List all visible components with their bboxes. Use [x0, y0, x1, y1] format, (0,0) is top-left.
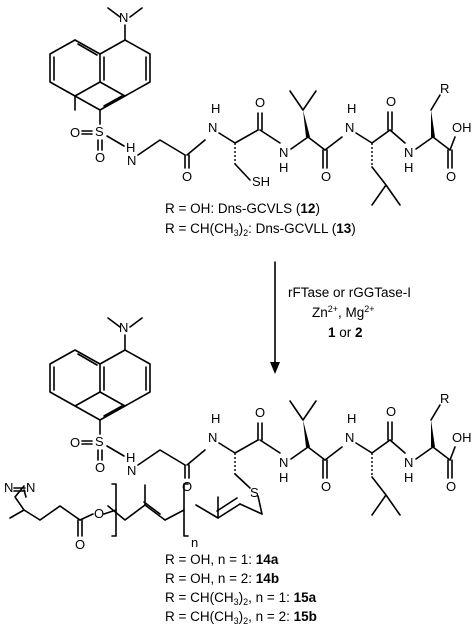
bottom-atom-diazirine-n2: N [26, 480, 35, 495]
caption-line-14b: R = OH, n = 2: 14b [165, 571, 279, 586]
bottom-atom-diazirine-n1: N [4, 480, 13, 495]
bottom-atom-val-h: H [279, 470, 288, 485]
caption-line-15a: R = CH(CH3)2, n = 1: 15a [165, 590, 317, 607]
bottom-atom-val-o: O [321, 479, 331, 494]
bottom-atom-ester-carbonyl-o: O [75, 537, 85, 552]
bottom-atom-n-dimethyl: N [119, 320, 128, 335]
bottom-atom-ester-o: O [94, 506, 104, 521]
top-atom-n-dimethyl: N [119, 10, 128, 25]
top-atom-c-term-n: N [404, 145, 413, 160]
top-atom-val-o: O [321, 169, 331, 184]
top-atom-acid-o: O [446, 169, 456, 184]
top-atom-cys-o: O [255, 95, 265, 110]
top-atom-oh: OH [452, 120, 472, 135]
top-atom-cys-h: H [211, 101, 220, 116]
top-atom-cys-sh: SH [252, 174, 270, 189]
caption-line-13: R = CH(CH3)2: Dns-GCVLL (13) [165, 221, 356, 238]
bottom-atom-leu-o: O [386, 404, 396, 419]
top-caption: R = OH: Dns-GCVLS (12) R = CH(CH3)2: Dns… [165, 201, 356, 238]
caption-line-15b: R = CH(CH3)2, n = 2: 15b [165, 609, 317, 626]
bottom-atom-c-term-n: N [404, 455, 413, 470]
top-atom-r-group: R [440, 81, 449, 96]
condition-enzymes: rFTase or rGGTase-I [288, 285, 411, 300]
top-atom-sulfonamide-h: H [126, 140, 135, 155]
top-atom-c-term-h: H [404, 160, 413, 175]
bottom-atom-thioether-s: S [250, 485, 259, 500]
condition-catalysts: 1 or 2 [328, 325, 363, 340]
bottom-atom-acid-o: O [446, 479, 456, 494]
bottom-atom-sulfonyl-o-upper: O [70, 435, 80, 450]
top-atom-sulfonamide-n: N [127, 153, 136, 168]
caption-line-12: R = OH: Dns-GCVLS (12) [165, 201, 320, 216]
bottom-atom-r-group: R [440, 391, 449, 406]
bottom-atom-sulfonyl-s: S [95, 434, 104, 449]
bottom-atom-sulfonyl-o-lower: O [95, 460, 105, 475]
bottom-caption: R = OH, n = 1: 14a R = OH, n = 2: 14b R … [165, 552, 317, 626]
bottom-atom-sulfonamide-n: N [127, 463, 136, 478]
bottom-atom-gly-o: O [182, 479, 192, 494]
reaction-arrow [270, 261, 280, 374]
bottom-molecule: N S O O H N O H N S O N H [4, 317, 472, 552]
top-atom-val-h: H [279, 160, 288, 175]
top-molecule: N S O O H N O H N SH O N [49, 7, 472, 206]
top-atom-gly-o: O [182, 169, 192, 184]
top-atom-val-n: N [279, 145, 288, 160]
top-atom-sulfonyl-o-lower: O [95, 150, 105, 165]
bottom-atom-cys-h: H [211, 411, 220, 426]
top-atom-leu-o: O [386, 94, 396, 109]
top-atom-sulfonyl-s: S [95, 124, 104, 139]
condition-metals: Zn2+, Mg2+ [312, 304, 375, 320]
caption-line-14a: R = OH, n = 1: 14a [165, 552, 279, 567]
bottom-atom-val-n: N [279, 455, 288, 470]
bottom-atom-cys-o: O [255, 405, 265, 420]
reaction-conditions: rFTase or rGGTase-I Zn2+, Mg2+ 1 or 2 [288, 285, 411, 340]
bottom-atom-repeat-n: n [191, 535, 198, 550]
bottom-atom-cys-n: N [208, 430, 217, 445]
bottom-atom-leu-n: N [345, 430, 354, 445]
bottom-atom-leu-h: H [347, 411, 356, 426]
bottom-atom-sulfonamide-h: H [126, 450, 135, 465]
top-atom-leu-h: H [347, 101, 356, 116]
top-atom-cys-n: N [208, 120, 217, 135]
bottom-atom-oh: OH [452, 430, 472, 445]
bottom-atom-c-term-h: H [404, 470, 413, 485]
top-atom-leu-n: N [345, 120, 354, 135]
top-atom-sulfonyl-o-upper: O [70, 125, 80, 140]
